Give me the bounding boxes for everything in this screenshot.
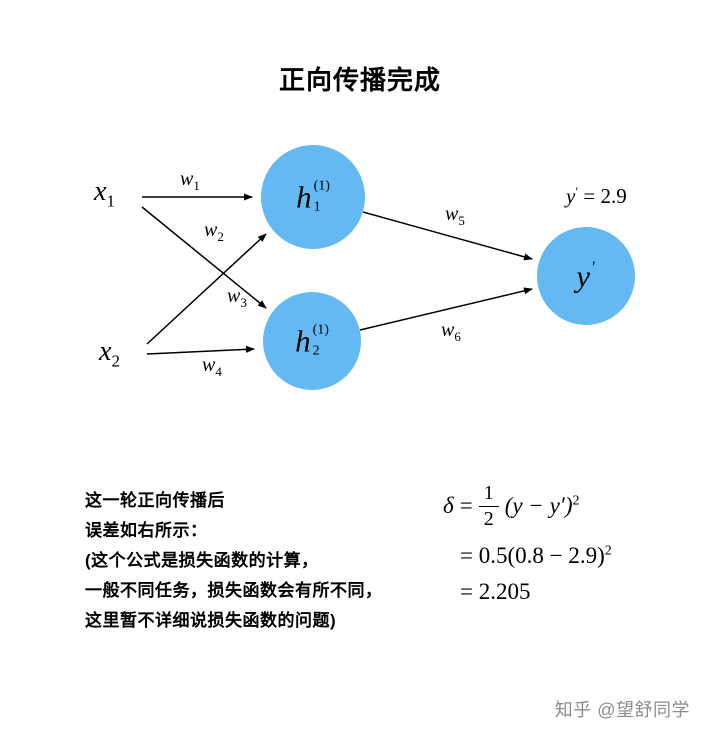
yv-var: y [566,184,576,208]
yv-rest: = 2.9 [578,184,627,208]
input-label-x1: x1 [94,178,115,210]
h1-scripts: (1) 1 [313,178,330,215]
note-text: 这一轮正向传播后 误差如右所示： (这个公式是损失函数的计算， 一般不同任务，损… [85,486,435,636]
h2-var: h [295,323,311,359]
h1-sup: (1) [313,178,330,194]
h2-sub: 2 [312,343,320,359]
weight-label-w1: w1 [180,168,200,193]
loss-line-1: δ = 1 2 (y − y′)2 [443,477,612,535]
hidden-node-1-label: h (1) 1 [296,178,330,215]
x1-sub: 1 [106,191,115,211]
h2-sup: (1) [312,322,329,338]
loss-formula: δ = 1 2 (y − y′)2 = 0.5(0.8 − 2.9)2 = 2.… [443,477,612,605]
note-line-4: 一般不同任务，损失函数会有所不同， [85,581,383,600]
weight-label-w2: w2 [204,219,224,244]
edge-x2-h1 [146,233,267,345]
x2-var: x [99,336,112,367]
output-node-circle [537,227,635,325]
y-var: y [576,258,591,294]
delta-symbol: δ [443,493,454,518]
hidden-node-1-circle [261,145,365,249]
h1-var: h [296,179,312,215]
input-label-x2: x2 [99,338,120,370]
yv-prime: ′ [575,184,579,199]
equals-sign: = [459,493,473,518]
weight-label-w3: w3 [227,285,247,310]
x1-var: x [94,176,107,207]
loss-line-2: = 0.5(0.8 − 2.9)2 [460,543,612,568]
note-line-2: 误差如右所示： [85,521,208,540]
weight-label-w6: w6 [441,319,461,344]
page-title: 正向传播完成 [278,65,441,95]
watermark: 知乎 @望舒同学 [554,700,690,720]
loss-body: (y − y′)2 [504,493,580,518]
note-line-3: (这个公式是损失函数的计算， [85,551,319,570]
edge-h1-y [362,211,533,261]
network-diagram-canvas [141,145,635,390]
edge-x2-h2 [146,345,255,355]
note-line-1: 这一轮正向传播后 [85,491,225,510]
edge-h2-y [359,287,533,331]
output-node-label: y ′ [576,257,596,294]
note-line-5: 这里暂不详细说损失函数的问题) [85,611,337,630]
hidden-node-2-circle [263,292,361,390]
weight-label-w5: w5 [445,203,465,228]
weight-label-w4: w4 [202,354,222,379]
loss-line-3: = 2.205 [460,579,531,604]
output-value-label: y′ = 2.9 [566,184,627,208]
y-prime: ′ [592,257,596,277]
hidden-node-2-label: h (1) 2 [295,322,329,359]
h2-scripts: (1) 2 [312,322,329,359]
x2-sub: 2 [111,351,120,371]
edge-x1-h2 [141,206,267,309]
h1-sub: 1 [313,199,321,215]
fraction-one-half: 1 2 [478,482,499,531]
